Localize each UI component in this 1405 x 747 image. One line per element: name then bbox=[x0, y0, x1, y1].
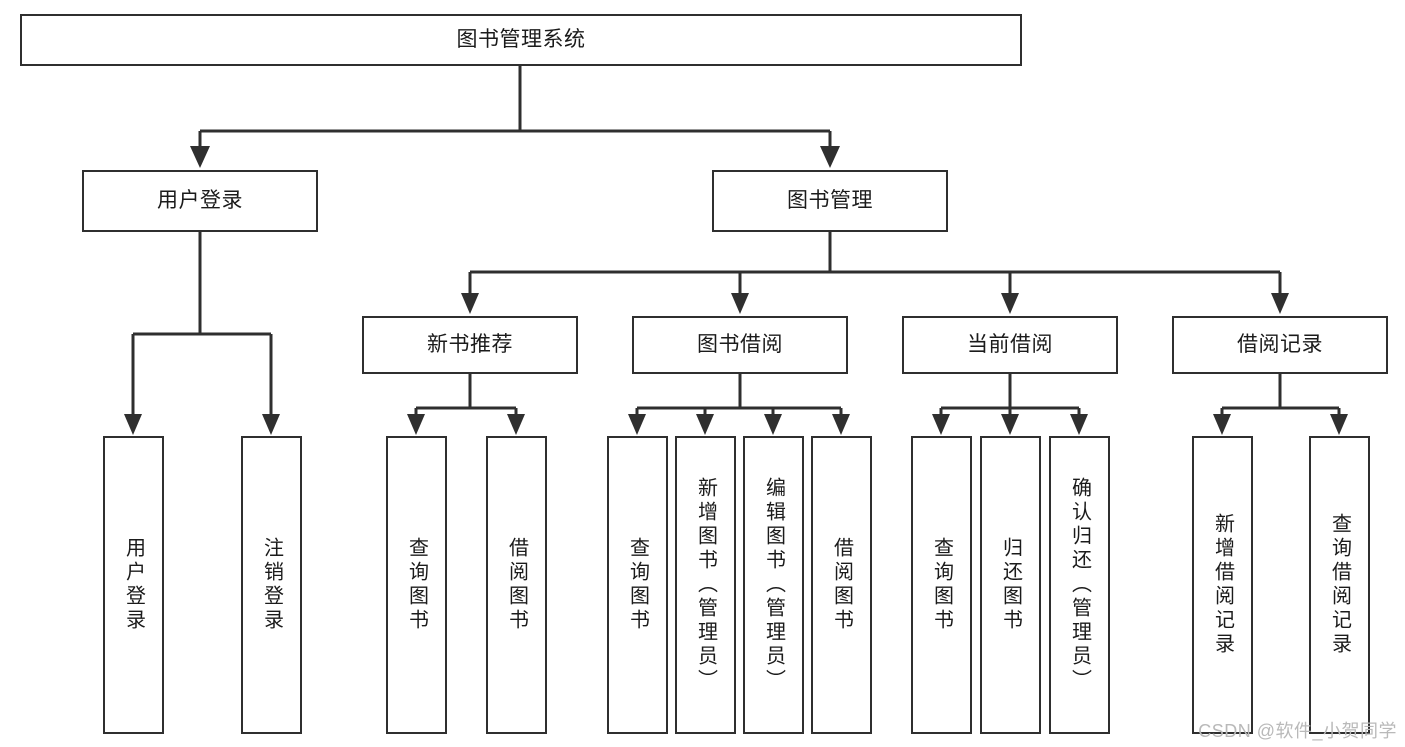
arrow-to-user-login bbox=[190, 146, 210, 168]
node-label: 归还图书 bbox=[999, 537, 1022, 633]
arrow-to-leaf-current-borrow-2 bbox=[1001, 414, 1019, 435]
arrow-to-leaf-book-borrow-4 bbox=[832, 414, 850, 435]
arrow-to-current-borrow bbox=[1001, 293, 1019, 314]
leaf-new-book-query[interactable]: 查询图书 bbox=[386, 436, 447, 734]
arrow-to-leaf-borrow-record-2 bbox=[1330, 414, 1348, 435]
node-label: 确认归还（管理员） bbox=[1068, 477, 1091, 693]
arrow-to-leaf-book-borrow-2 bbox=[696, 414, 714, 435]
node-label: 图书借阅 bbox=[697, 332, 783, 356]
leaf-borrow-record-add[interactable]: 新增借阅记录 bbox=[1192, 436, 1253, 734]
node-label: 注销登录 bbox=[260, 537, 283, 633]
leaf-current-borrow-return[interactable]: 归还图书 bbox=[980, 436, 1041, 734]
arrow-to-leaf-borrow-record-1 bbox=[1213, 414, 1231, 435]
arrow-to-leaf-current-borrow-3 bbox=[1070, 414, 1088, 435]
arrow-to-leaf-new-book-2 bbox=[507, 414, 525, 435]
node-label: 借阅图书 bbox=[505, 537, 528, 633]
node-label: 借阅记录 bbox=[1237, 332, 1323, 356]
leaf-current-borrow-confirm-return[interactable]: 确认归还（管理员） bbox=[1049, 436, 1110, 734]
arrow-to-leaf-current-borrow-1 bbox=[932, 414, 950, 435]
arrow-to-leaf-new-book-1 bbox=[407, 414, 425, 435]
node-label: 用户登录 bbox=[157, 188, 243, 212]
node-label: 当前借阅 bbox=[967, 332, 1053, 356]
arrow-to-borrow-record bbox=[1271, 293, 1289, 314]
leaf-book-borrow-query[interactable]: 查询图书 bbox=[607, 436, 668, 734]
node-current-borrow[interactable]: 当前借阅 bbox=[902, 316, 1118, 374]
node-label: 查询图书 bbox=[626, 537, 649, 633]
leaf-user-login-logout[interactable]: 注销登录 bbox=[241, 436, 302, 734]
node-book-borrow[interactable]: 图书借阅 bbox=[632, 316, 848, 374]
arrow-to-leaf-book-borrow-1 bbox=[628, 414, 646, 435]
leaf-new-book-borrow[interactable]: 借阅图书 bbox=[486, 436, 547, 734]
leaf-user-login-login[interactable]: 用户登录 bbox=[103, 436, 164, 734]
node-label: 图书管理系统 bbox=[456, 27, 586, 51]
arrow-to-new-book bbox=[461, 293, 479, 314]
node-label: 新增借阅记录 bbox=[1211, 513, 1234, 657]
node-label: 图书管理 bbox=[787, 188, 873, 212]
node-label: 用户登录 bbox=[122, 537, 145, 633]
leaf-current-borrow-query[interactable]: 查询图书 bbox=[911, 436, 972, 734]
leaf-book-borrow-add[interactable]: 新增图书（管理员） bbox=[675, 436, 736, 734]
node-label: 查询借阅记录 bbox=[1328, 513, 1351, 657]
node-label: 编辑图书（管理员） bbox=[762, 477, 785, 693]
node-label: 查询图书 bbox=[405, 537, 428, 633]
node-label: 查询图书 bbox=[930, 537, 953, 633]
node-root-book-management-system[interactable]: 图书管理系统 bbox=[20, 14, 1022, 66]
arrow-to-book-borrow bbox=[731, 293, 749, 314]
node-book-management[interactable]: 图书管理 bbox=[712, 170, 948, 232]
leaf-book-borrow-borrow[interactable]: 借阅图书 bbox=[811, 436, 872, 734]
node-new-book-recommend[interactable]: 新书推荐 bbox=[362, 316, 578, 374]
arrow-to-leaf-user-login-1 bbox=[124, 414, 142, 435]
node-borrow-record[interactable]: 借阅记录 bbox=[1172, 316, 1388, 374]
node-label: 新书推荐 bbox=[427, 332, 513, 356]
node-label: 新增图书（管理员） bbox=[694, 477, 717, 693]
leaf-book-borrow-edit[interactable]: 编辑图书（管理员） bbox=[743, 436, 804, 734]
csdn-watermark: CSDN @软件_小贺同学 bbox=[1198, 721, 1397, 741]
arrow-to-leaf-book-borrow-3 bbox=[764, 414, 782, 435]
node-user-login[interactable]: 用户登录 bbox=[82, 170, 318, 232]
node-label: 借阅图书 bbox=[830, 537, 853, 633]
arrow-to-book-manage bbox=[820, 146, 840, 168]
arrow-to-leaf-user-login-2 bbox=[262, 414, 280, 435]
leaf-borrow-record-query[interactable]: 查询借阅记录 bbox=[1309, 436, 1370, 734]
